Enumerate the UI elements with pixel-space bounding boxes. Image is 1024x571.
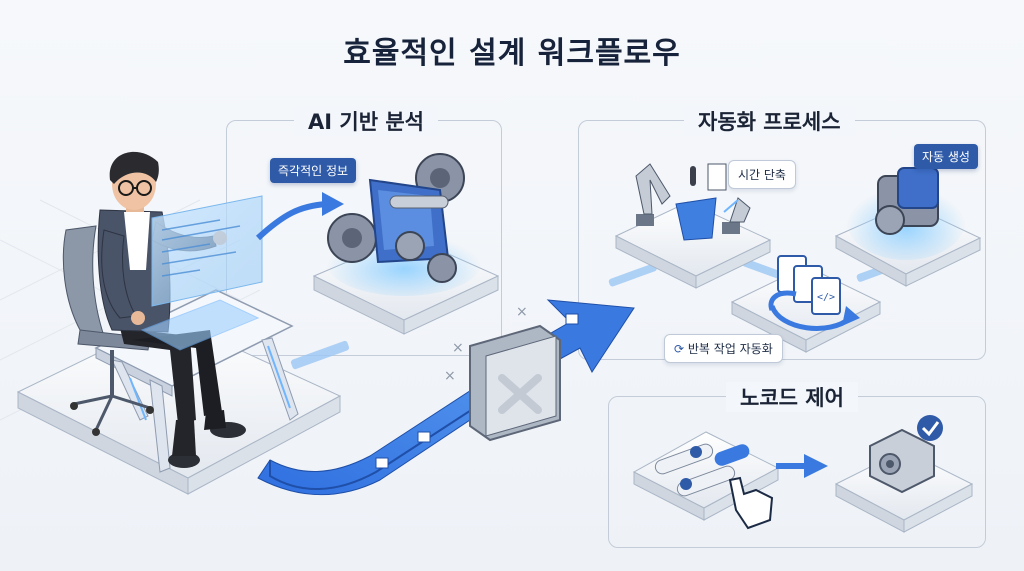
auto-section-title: 자동화 프로세스 xyxy=(684,106,855,136)
tag-repeat-label: 반복 작업 자동화 xyxy=(687,342,773,356)
check-icon xyxy=(917,415,943,441)
chair xyxy=(62,225,154,436)
tag-instant-info: 즉각적인 정보 xyxy=(270,158,357,183)
folder-icon: × × × xyxy=(444,304,561,442)
tag-auto-generate: 자동 생성 xyxy=(914,144,978,169)
part-icon xyxy=(869,428,935,494)
svg-text:×: × xyxy=(452,340,464,356)
svg-text:</>: </> xyxy=(817,292,835,303)
ai-section-title: AI 기반 분석 xyxy=(294,106,438,136)
svg-text:×: × xyxy=(516,304,528,320)
generated-part-icon xyxy=(875,167,939,235)
gear-assembly-icon xyxy=(327,153,465,283)
holo-screen xyxy=(140,195,263,351)
hand-cursor-icon xyxy=(728,476,774,530)
tag-time-saving: 시간 단축 xyxy=(728,160,796,189)
code-window-icon: </> xyxy=(768,255,860,331)
robot-arm-icon xyxy=(635,163,751,241)
refresh-icon: ⟳ xyxy=(674,342,685,356)
tag-repeat-automation: ⟳ 반복 작업 자동화 xyxy=(664,334,783,363)
page-title: 효율적인 설계 워크플로우 xyxy=(343,36,681,71)
nocode-section-title: 노코드 제어 xyxy=(726,382,858,412)
svg-text:×: × xyxy=(444,368,456,384)
